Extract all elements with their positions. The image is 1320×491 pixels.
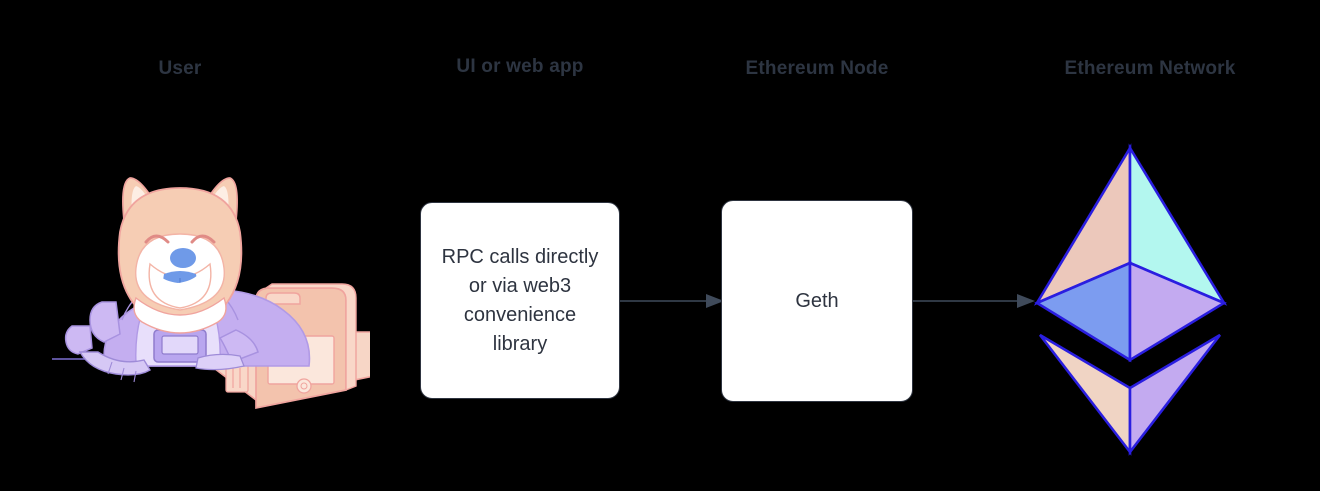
node-geth-label: Geth [795, 289, 839, 312]
column-header-ethereum-network: Ethereum Network [1064, 58, 1236, 79]
edge-geth-to-network [913, 288, 1035, 314]
ethereum-icon [1033, 143, 1228, 456]
column-header-ethereum-node: Ethereum Node [745, 58, 889, 79]
shiba-inu-astronaut-illustration [50, 170, 375, 410]
column-header-user: User [158, 58, 202, 79]
node-geth[interactable]: Geth [721, 200, 913, 402]
edge-rpc-to-geth [620, 288, 724, 314]
column-header-ui-or-web-app: UI or web app [456, 56, 584, 77]
shiba-head [117, 177, 243, 334]
arrow-right-icon [913, 294, 1035, 308]
shiba-inu-astronaut-icon [52, 177, 375, 410]
ethereum-diamond-logo [1020, 135, 1240, 465]
node-rpc-calls[interactable]: RPC calls directly or via web3 convenien… [420, 202, 620, 399]
node-rpc-calls-label: RPC calls directly or via web3 convenien… [441, 245, 599, 355]
arrow-right-icon [620, 294, 724, 308]
